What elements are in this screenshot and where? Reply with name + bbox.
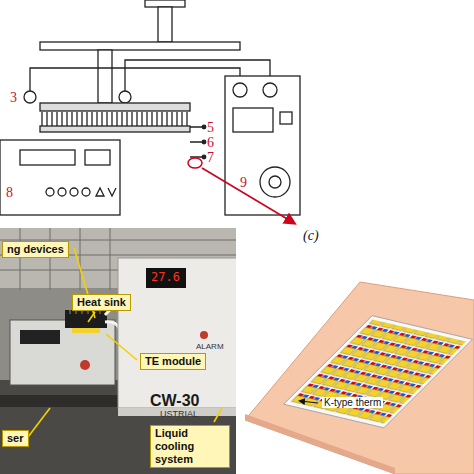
display-reading: 27.6: [149, 271, 182, 284]
leader-line: [106, 334, 137, 360]
test-rig-schematic: [40, 126, 190, 132]
callout-box: Liquid cooling system: [150, 425, 230, 468]
leader-line: [88, 312, 95, 322]
callout-text: TE module: [145, 355, 201, 368]
maker-text: USTRIAL: [160, 410, 198, 420]
test-rig-schematic: [0, 140, 120, 215]
callout-number: 8: [6, 185, 13, 200]
lab-photo: [10, 320, 115, 385]
test-rig-schematic: [263, 83, 277, 97]
leader-line: [214, 408, 222, 422]
test-rig-schematic: [280, 112, 292, 124]
test-rig-schematic: [96, 188, 116, 196]
test-rig-schematic: [40, 103, 190, 111]
lab-photo: [200, 331, 208, 339]
callout-number: 7: [207, 150, 214, 165]
test-rig-schematic: [202, 125, 206, 129]
callout-text: ser: [7, 432, 24, 445]
lab-photo: [0, 395, 120, 407]
te-module-drawing: [290, 320, 466, 425]
callout-text: Liquid cooling system: [155, 427, 225, 466]
test-rig-schematic: [0, 0, 300, 215]
te-module-drawing: [245, 282, 474, 474]
test-rig-schematic: [24, 91, 36, 103]
test-rig-schematic: [98, 50, 112, 103]
callout-box: Heat sink: [72, 294, 131, 311]
lab-photo: [65, 310, 107, 328]
test-rig-schematic: [202, 155, 206, 159]
callout-number: 3: [10, 90, 17, 105]
panel-label: (c): [303, 228, 319, 243]
zoom-arrow: [202, 168, 294, 223]
test-rig-schematic: [158, 7, 172, 42]
lab-photo: [72, 328, 100, 333]
lab-photo: [118, 258, 236, 408]
callout-text: ng devices: [7, 243, 64, 256]
te-module-drawing: [284, 316, 473, 428]
test-rig-schematic: [233, 83, 247, 97]
callout-number: 6: [207, 135, 214, 150]
lab-photo: [20, 330, 60, 344]
lab-photo: [146, 268, 186, 288]
test-rig-schematic: [119, 91, 131, 103]
test-rig-schematic: [225, 76, 300, 215]
te-module-drawing: [284, 316, 473, 428]
callout-box: ng devices: [2, 241, 69, 258]
model-name: CW-30: [150, 392, 199, 410]
test-rig-schematic: [260, 167, 290, 197]
test-rig-schematic: [202, 140, 206, 144]
callout-box: ser: [2, 430, 29, 447]
test-rig-schematic: [42, 112, 187, 126]
test-rig-schematic: [233, 108, 273, 132]
test-rig-schematic: [145, 0, 185, 7]
callout-box: TE module: [140, 353, 206, 370]
test-rig-schematic: [190, 127, 203, 157]
callout-text: Heat sink: [77, 296, 126, 309]
test-rig-schematic: [46, 188, 54, 196]
leader-line: [28, 248, 222, 437]
test-rig-schematic: [70, 188, 78, 196]
test-rig-schematic: [269, 176, 281, 188]
lab-photo: [80, 360, 90, 370]
leader-line: [300, 401, 318, 403]
te-module-drawing: [245, 282, 474, 474]
test-rig-schematic: [20, 150, 75, 165]
alarm-label: ALARM: [196, 343, 224, 352]
leader-line: [28, 408, 50, 437]
part-label: K-type therm: [322, 397, 383, 408]
test-rig-schematic: [40, 42, 240, 50]
callout-number: 9: [240, 175, 247, 190]
test-rig-schematic: [58, 188, 66, 196]
test-rig-schematic: [82, 188, 90, 196]
test-rig-schematic: [30, 68, 240, 91]
lab-photo: [0, 228, 236, 474]
test-rig-schematic: [85, 150, 110, 165]
callout-number: 5: [207, 120, 214, 135]
callout-ring: [188, 158, 202, 168]
